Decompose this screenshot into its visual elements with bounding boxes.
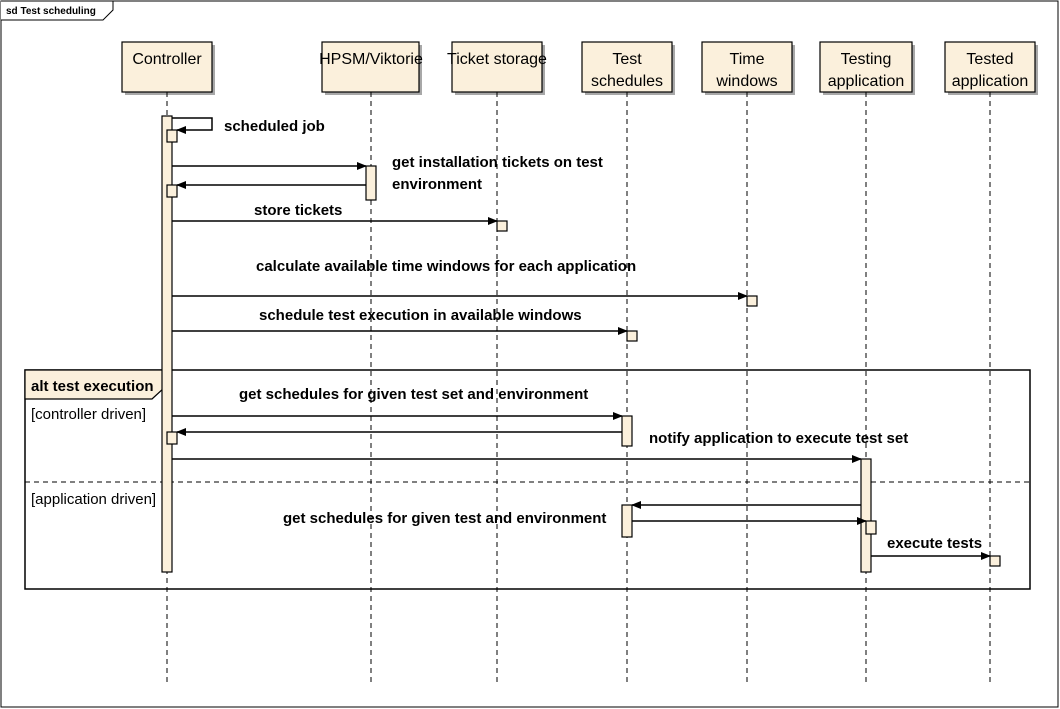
activation-bar [860,458,872,573]
lifeline-hpsm: HPSM/Viktorie [319,41,423,684]
message-label: execute tests [887,535,982,552]
message-label: environment [392,176,482,193]
activation-bar [621,415,633,447]
alt-fragment-tab [24,369,165,400]
activation-bar [626,330,638,342]
lifeline-label: HPSM/Viktorie [319,51,423,68]
lifeline-windows: Time windows [701,41,795,684]
message-label: store tickets [254,202,342,219]
activation-bar [496,220,508,232]
alt-operator-label: alt test execution [31,378,154,395]
guard-application-driven: [application driven] [31,491,156,508]
activation-bar [166,129,178,143]
lifeline-tested: Tested application [944,41,1038,684]
activation-bar [746,295,758,307]
lifeline-box [819,41,913,93]
activation-bar [166,184,178,198]
lifeline-box [581,41,673,93]
lifeline-label: Testing [841,51,892,68]
lifeline-label: application [828,73,905,90]
diagram-frame-tab [1,0,114,21]
message-label: get schedules for given test set and env… [239,386,588,403]
lifeline-label: Time [730,51,765,68]
activation-bar [365,165,377,201]
message-label: get schedules for given test and environ… [283,510,606,527]
lifeline-label: schedules [591,73,663,90]
message-label: notify application to execute test set [649,430,908,447]
activation-bar [989,555,1001,567]
message-label: get installation tickets on test [392,154,603,171]
lifeline-schedules: Test schedules [581,41,675,684]
message-label: calculate available time windows for eac… [256,258,636,275]
lifeline-label: Ticket storage [447,51,547,68]
diagram-title: sd Test scheduling [6,6,96,17]
activation-bar [865,520,877,535]
lifeline-box [121,41,213,93]
lifeline-box [451,41,543,93]
guard-controller-driven: [controller driven] [31,406,146,423]
message-label: schedule test execution in available win… [259,307,582,324]
lifeline-label: Tested [966,51,1013,68]
lifeline-controller: Controller [121,41,215,684]
lifeline-label: Controller [132,51,202,68]
lifeline-label: Test [612,51,642,68]
lifeline-ticket: Ticket storage [447,41,547,684]
message-label: scheduled job [224,118,325,135]
lifeline-box [944,41,1036,93]
activation-bar [161,115,173,573]
lifeline-box [701,41,793,93]
message-arrow-scheduled-job [172,117,213,134]
lifeline-testing: Testing application [819,41,915,684]
activation-bar [621,504,633,538]
lifeline-label: windows [715,73,777,90]
lifeline-label: application [952,73,1029,90]
activation-bar [166,431,178,445]
